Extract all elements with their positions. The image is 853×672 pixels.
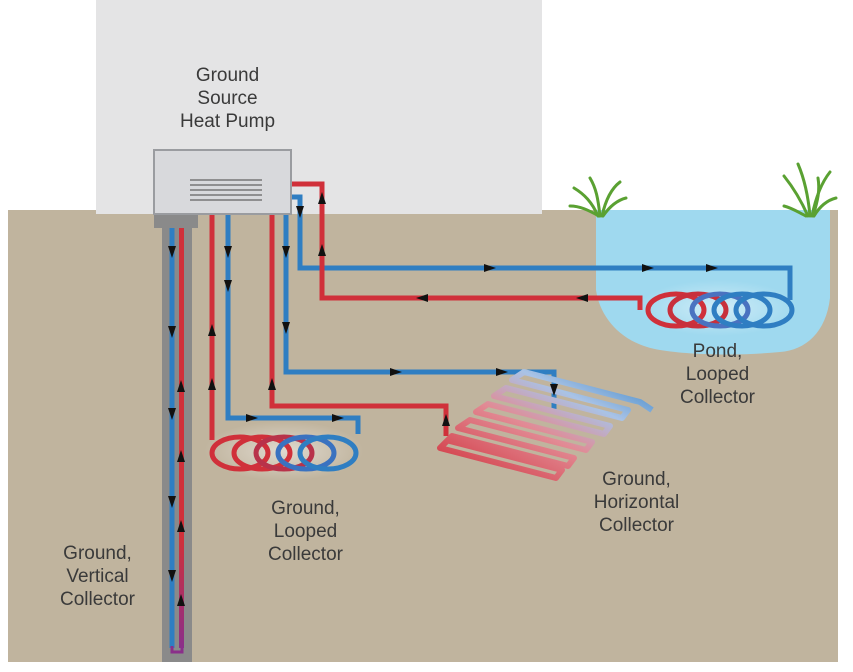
arrow-up-icon	[177, 450, 185, 462]
vertical-collector-u-bend	[170, 646, 184, 654]
arrow-up-icon	[177, 594, 185, 606]
arrow-right-icon	[332, 414, 344, 422]
arrow-down-icon	[168, 408, 176, 420]
arrow-up-icon	[177, 380, 185, 392]
arrow-left-icon	[416, 294, 428, 302]
pond-collector-arrows	[296, 192, 718, 302]
arrow-down-icon	[168, 246, 176, 258]
borehole	[162, 214, 192, 662]
arrow-right-icon	[246, 414, 258, 422]
arrow-down-icon	[224, 280, 232, 292]
heat-pump-label: Ground Source Heat Pump	[179, 65, 276, 132]
horizontal-collector-coil	[437, 369, 654, 481]
arrow-right-icon	[642, 264, 654, 272]
arrow-up-icon	[442, 414, 450, 426]
pond-collector-coil	[638, 280, 798, 336]
arrow-right-icon	[390, 368, 402, 376]
arrow-right-icon	[484, 264, 496, 272]
arrow-up-icon	[177, 520, 185, 532]
arrow-down-icon	[550, 384, 558, 396]
vertical-collector-arrows	[168, 246, 185, 606]
arrow-left-icon	[576, 294, 588, 302]
ground-looped-collector-label: Ground, Looped Collector	[268, 498, 343, 565]
arrow-up-icon	[208, 378, 216, 390]
arrow-down-icon	[168, 496, 176, 508]
grass-left-icon	[568, 176, 628, 218]
heat-pump-unit	[153, 149, 292, 228]
horizontal-collector-label: Ground, Horizontal Collector	[593, 469, 680, 536]
horizontal-collector-arrows	[268, 246, 558, 426]
vertical-collector-label: Ground, Vertical Collector	[60, 543, 135, 610]
arrow-down-icon	[296, 206, 304, 218]
pond-collector-label: Pond, Looped Collector	[680, 341, 755, 408]
vertical-collector-warm-pipe	[179, 214, 184, 648]
arrow-down-icon	[282, 246, 290, 258]
arrow-up-icon	[208, 324, 216, 336]
arrow-right-icon	[706, 264, 718, 272]
arrow-up-icon	[268, 378, 276, 390]
arrow-down-icon	[168, 570, 176, 582]
arrow-down-icon	[224, 246, 232, 258]
arrow-up-icon	[318, 192, 326, 204]
arrow-right-icon	[496, 368, 508, 376]
ground-looped-collector-arrows	[208, 246, 344, 422]
grass-right-icon	[782, 162, 838, 218]
arrow-down-icon	[282, 322, 290, 334]
arrow-up-icon	[318, 244, 326, 256]
arrow-down-icon	[168, 326, 176, 338]
vent-icon	[190, 179, 262, 201]
ground-looped-collector-coil	[204, 421, 364, 481]
